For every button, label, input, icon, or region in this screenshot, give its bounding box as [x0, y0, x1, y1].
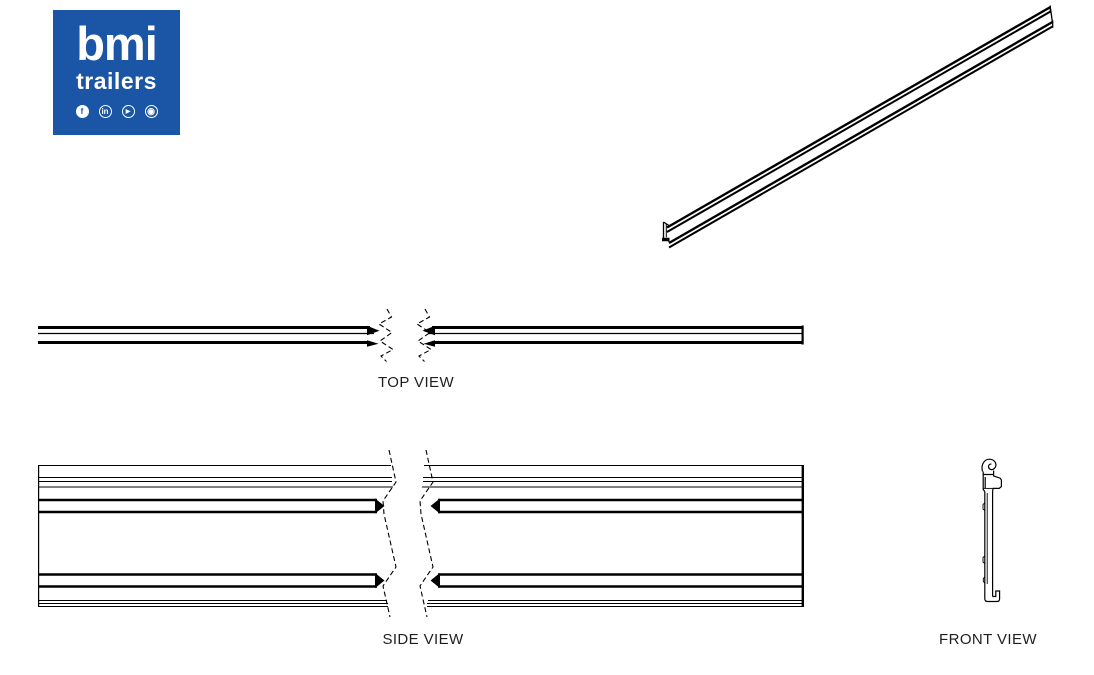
- logo-tagline-text: trailers: [76, 68, 157, 94]
- facebook-icon: f: [75, 105, 89, 118]
- bmi-logo: bmi trailers f in ▶ ◉: [53, 10, 180, 135]
- linkedin-icon: in: [98, 105, 112, 118]
- instagram-icon: ◉: [144, 105, 158, 118]
- front-view-drawing: [981, 458, 1002, 603]
- isometric-view: [662, 5, 1054, 249]
- side-view-label: SIDE VIEW: [382, 631, 464, 648]
- front-view-label: FRONT VIEW: [939, 631, 1037, 648]
- top-view-label: TOP VIEW: [378, 374, 454, 391]
- top-view-drawing: [38, 308, 804, 362]
- youtube-icon: ▶: [121, 105, 135, 118]
- side-view-drawing: [37, 449, 804, 618]
- logo-brand-text: bmi: [76, 17, 158, 70]
- logo-social-icons: f in ▶ ◉: [75, 105, 158, 118]
